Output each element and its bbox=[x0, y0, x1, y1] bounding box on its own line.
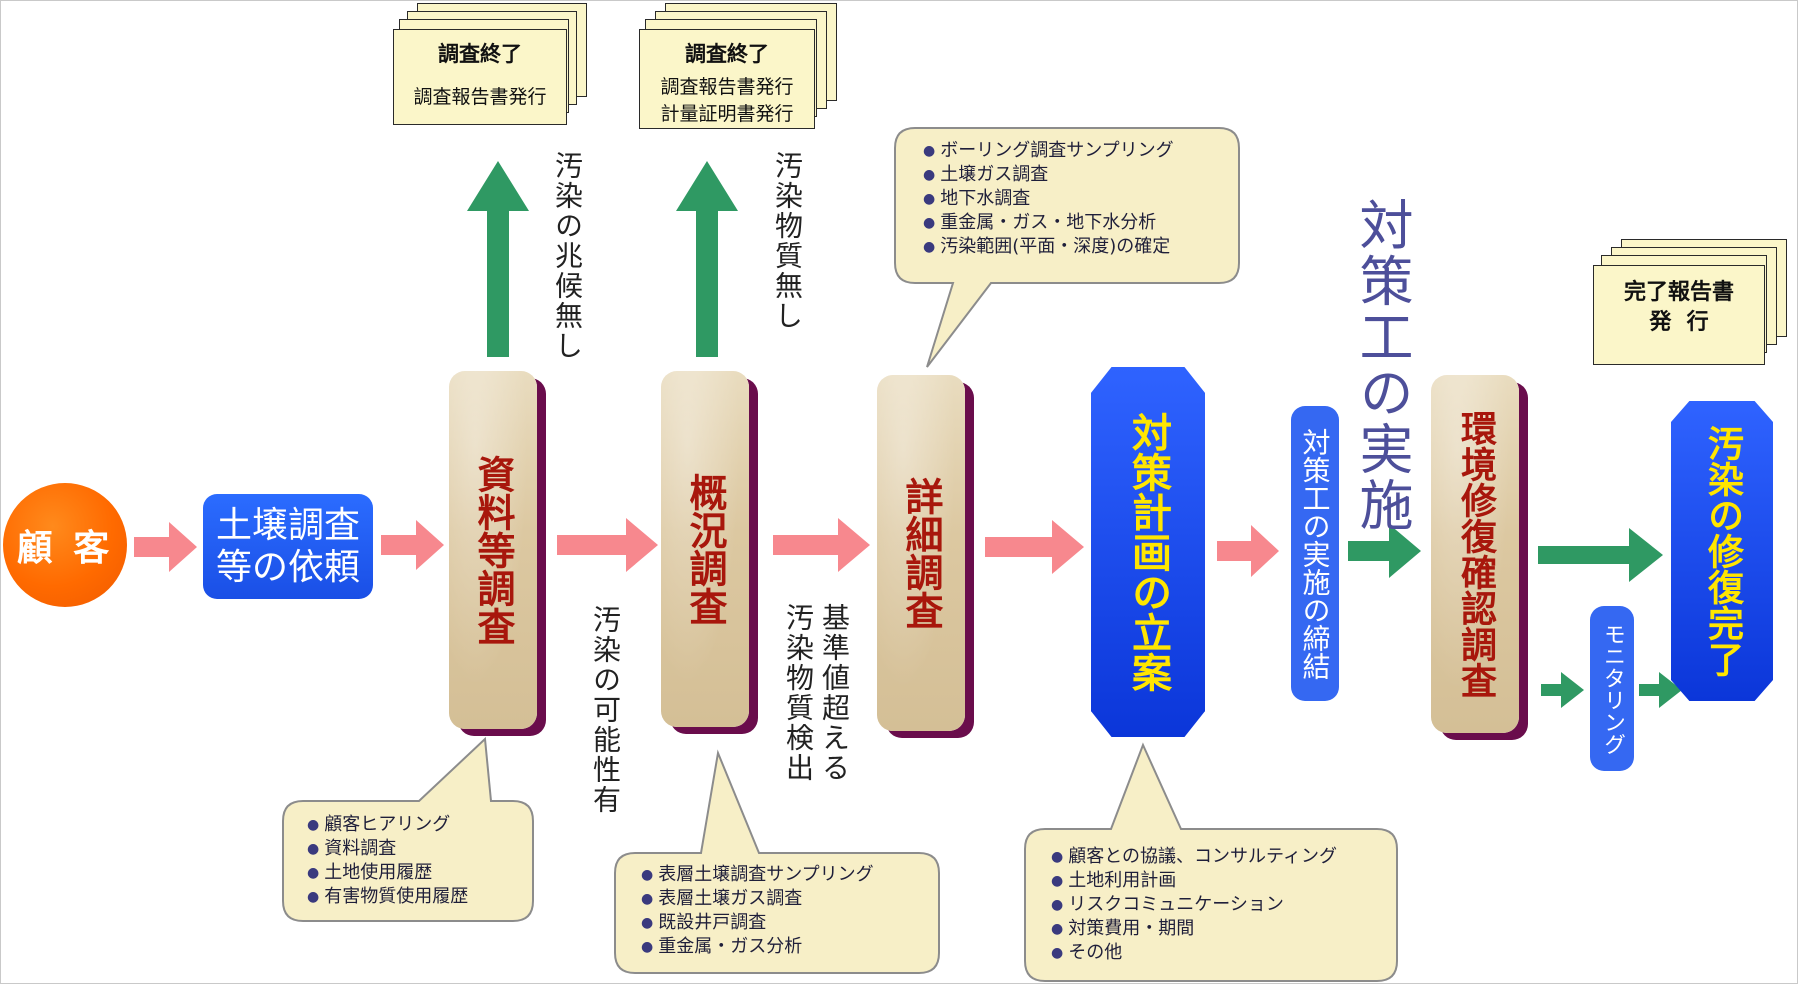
callout-item: 資料調査 bbox=[307, 837, 468, 861]
remediation-complete-node: 汚染の修復完了 bbox=[1671, 401, 1773, 701]
document-line: 計量証明書発行 bbox=[660, 103, 794, 125]
document-line: 発 行 bbox=[1649, 310, 1709, 335]
callout-item: リスクコミュニケーション bbox=[1051, 893, 1337, 917]
implementation-label: 対策工の実施 bbox=[1350, 197, 1413, 533]
monitoring-node: モニタリング bbox=[1590, 606, 1634, 771]
flow-arrow-step3-plan bbox=[985, 520, 1084, 574]
document-line: 完了報告書 bbox=[1623, 280, 1734, 305]
exit-arrow-step2 bbox=[676, 161, 738, 357]
materials-survey-node: 資料等調査 bbox=[449, 371, 537, 729]
callout-item: 表層土壌ガス調査 bbox=[641, 887, 874, 911]
report-document-2: 調査終了 調査報告書発行 計量証明書発行 bbox=[639, 3, 845, 143]
document-front: 調査終了 調査報告書発行 計量証明書発行 bbox=[639, 29, 815, 129]
detailed-survey-node: 詳細調査 bbox=[877, 375, 965, 731]
monitoring-label: モニタリング bbox=[1600, 622, 1625, 755]
callout-item: 土地利用計画 bbox=[1051, 869, 1337, 893]
document-line: 調査報告書発行 bbox=[660, 76, 794, 98]
label-exceeds-standard: 基準値超える bbox=[818, 603, 851, 783]
callout-item: 顧客との協議、コンサルティング bbox=[1051, 845, 1337, 869]
countermeasure-plan-label: 対策計画の立案 bbox=[1125, 412, 1171, 692]
callout-item: 土壌ガス調査 bbox=[923, 163, 1174, 187]
request-label-line: 土壌調査 bbox=[215, 504, 360, 546]
document-front: 調査終了 調査報告書発行 bbox=[393, 29, 567, 125]
request-label-line: 等の依頼 bbox=[215, 546, 360, 588]
exit-arrow-step1 bbox=[467, 161, 529, 357]
callout-overview: 表層土壌調査サンプリング 表層土壌ガス調査 既設井戸調査 重金属・ガス分析 bbox=[641, 863, 874, 959]
label-contamination-possible: 汚染の可能性有 bbox=[589, 605, 622, 815]
countermeasure-plan-node: 対策計画の立案 bbox=[1091, 367, 1205, 737]
callout-item: ボーリング調査サンプリング bbox=[923, 139, 1173, 163]
callout-item: 土地使用履歴 bbox=[307, 861, 468, 885]
callout-item: 既設井戸調査 bbox=[641, 911, 874, 935]
customer-label: 顧 客 bbox=[16, 528, 114, 569]
overview-survey-node: 概況調査 bbox=[661, 371, 749, 727]
label-no-contamination-sign: 汚染の兆候無し bbox=[551, 151, 584, 361]
detailed-survey-label: 詳細調査 bbox=[899, 477, 943, 629]
callout-item: 有害物質使用履歴 bbox=[307, 885, 468, 909]
callout-item: 地下水調査 bbox=[923, 187, 1174, 211]
callout-item: その他 bbox=[1051, 941, 1337, 965]
callout-item: 顧客ヒアリング bbox=[307, 813, 468, 837]
callout-item: 汚染範囲(平面・深度)の確定 bbox=[923, 235, 1174, 259]
flow-arrow-contract-confirm bbox=[1348, 524, 1421, 578]
customer-node: 顧 客 bbox=[3, 483, 127, 607]
document-line: 調査報告書発行 bbox=[413, 86, 547, 108]
flow-arrow-step2-step3 bbox=[773, 518, 870, 572]
flow-arrow-from-monitoring bbox=[1639, 672, 1682, 708]
callout-item: 対策費用・期間 bbox=[1051, 917, 1337, 941]
document-front: 完了報告書 発 行 bbox=[1593, 265, 1765, 365]
label-no-contaminant: 汚染物質無し bbox=[771, 151, 804, 331]
flow-arrow-confirm-complete bbox=[1538, 528, 1663, 582]
document-title: 調査終了 bbox=[685, 42, 769, 66]
callout-detailed: ボーリング調査サンプリング 土壌ガス調査 地下水調査 重金属・ガス・地下水分析 … bbox=[923, 139, 1174, 259]
flow-arrow-step1-step2 bbox=[557, 518, 658, 572]
document-title: 調査終了 bbox=[438, 42, 522, 66]
restoration-confirm-survey-label: 環境修復確認調査 bbox=[1455, 410, 1496, 698]
remediation-complete-label: 汚染の修復完了 bbox=[1702, 425, 1743, 677]
flow-arrow-customer-request bbox=[134, 522, 197, 572]
flow-arrow-request-step1 bbox=[381, 520, 444, 570]
callout-item: 重金属・ガス・地下水分析 bbox=[923, 211, 1174, 235]
callout-materials: 顧客ヒアリング 資料調査 土地使用履歴 有害物質使用履歴 bbox=[307, 813, 468, 909]
materials-survey-label: 資料等調査 bbox=[471, 455, 515, 645]
flow-arrow-to-monitoring bbox=[1541, 672, 1584, 708]
restoration-confirm-survey-node: 環境修復確認調査 bbox=[1431, 375, 1519, 733]
request-node: 土壌調査 等の依頼 bbox=[203, 494, 373, 599]
callout-plan: 顧客との協議、コンサルティング 土地利用計画 リスクコミュニケーション 対策費用… bbox=[1051, 845, 1337, 965]
callout-item: 重金属・ガス分析 bbox=[641, 935, 874, 959]
label-contaminant-detected: 汚染物質検出 bbox=[782, 603, 815, 783]
callout-item: 表層土壌調査サンプリング bbox=[641, 863, 873, 887]
contract-label: 対策工の実施の締結 bbox=[1298, 427, 1332, 680]
overview-survey-label: 概況調査 bbox=[683, 473, 727, 625]
contract-node: 対策工の実施の締結 bbox=[1291, 406, 1339, 701]
flow-arrow-plan-contract bbox=[1217, 525, 1279, 577]
report-document-1: 調査終了 調査報告書発行 bbox=[393, 3, 599, 141]
completion-report-document: 完了報告書 発 行 bbox=[1593, 239, 1793, 389]
